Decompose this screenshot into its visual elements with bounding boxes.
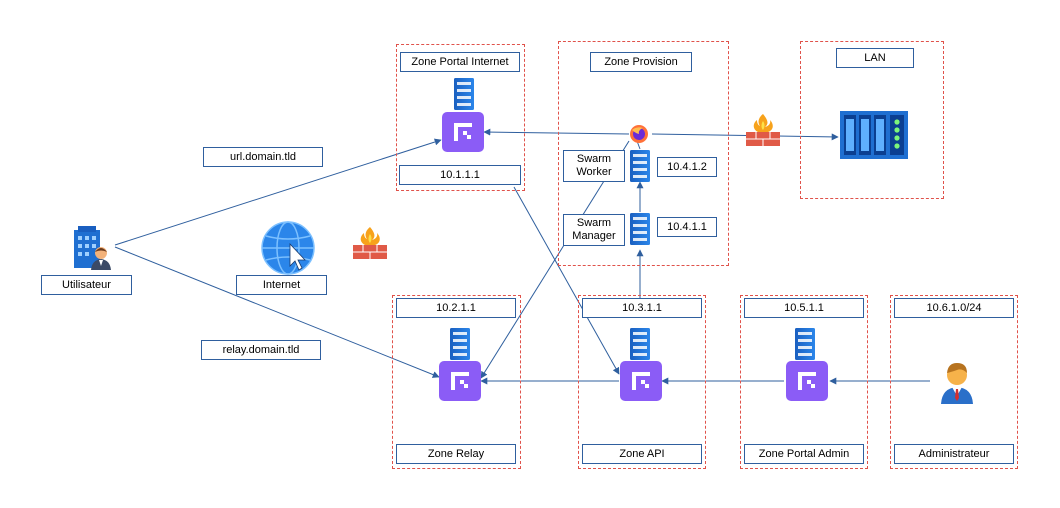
ip-api: 10.3.1.1: [582, 298, 702, 318]
swarm-worker-label: Swarm Worker: [563, 150, 625, 182]
zone-lan: [800, 41, 944, 199]
zone-title-administrateur: Administrateur: [894, 444, 1014, 464]
zone-title-portal-admin: Zone Portal Admin: [744, 444, 864, 464]
admin-person-icon: [941, 363, 973, 404]
server-icon: [630, 150, 650, 182]
authentik-app-icon: [786, 361, 828, 401]
rack-icon: [840, 111, 908, 159]
authentik-app-icon: [620, 361, 662, 401]
server-icon: [630, 213, 650, 245]
edge-label-url: url.domain.tld: [203, 147, 323, 167]
zone-administrateur: [890, 295, 1018, 469]
ip-swarm-worker: 10.4.1.2: [657, 157, 717, 177]
edge-portal-api: [513, 186, 620, 375]
server-icon: [454, 78, 474, 110]
ip-portal-internet: 10.1.1.1: [399, 165, 521, 185]
ip-admin-net: 10.6.1.0/24: [894, 298, 1014, 318]
zone-title-provision: Zone Provision: [590, 52, 692, 72]
globe-icon: [261, 221, 315, 275]
server-icon: [450, 328, 470, 360]
authentik-app-icon: [442, 112, 484, 152]
edge-label-relay: relay.domain.tld: [201, 340, 321, 360]
zone-title-relay: Zone Relay: [396, 444, 516, 464]
firewall-icon: [746, 114, 780, 146]
actor-label-internet: Internet: [236, 275, 327, 295]
authentik-app-icon: [439, 361, 481, 401]
edge-user-portal: [114, 138, 442, 246]
firewall-icon: [353, 227, 387, 259]
zone-title-portal-internet: Zone Portal Internet: [400, 52, 520, 72]
zone-provision: [558, 41, 729, 266]
zone-portal-admin: [740, 295, 868, 469]
swarm-manager-line2: Manager: [572, 230, 616, 242]
zone-portal-internet: [396, 44, 525, 191]
swarm-worker-line2: Worker: [576, 166, 612, 178]
ip-portal-admin: 10.5.1.1: [744, 298, 864, 318]
swarm-manager-label: Swarm Manager: [563, 214, 625, 246]
zone-title-api: Zone API: [582, 444, 702, 464]
ip-swarm-manager: 10.4.1.1: [657, 217, 717, 237]
zone-title-lan: LAN: [836, 48, 914, 68]
swarm-manager-line1: Swarm: [576, 217, 612, 229]
user-building-icon: [74, 226, 111, 270]
firefox-icon: [630, 125, 648, 143]
actor-label-utilisateur: Utilisateur: [41, 275, 132, 295]
edge-provision-portal: [483, 128, 630, 136]
swarm-worker-line1: Swarm: [576, 153, 612, 165]
server-icon: [795, 328, 815, 360]
edge-user-relay: [114, 246, 440, 378]
edge-provision-lan: [651, 133, 839, 141]
ip-relay: 10.2.1.1: [396, 298, 516, 318]
zone-relay: [392, 295, 521, 469]
server-icon: [630, 328, 650, 360]
zone-api: [578, 295, 706, 469]
